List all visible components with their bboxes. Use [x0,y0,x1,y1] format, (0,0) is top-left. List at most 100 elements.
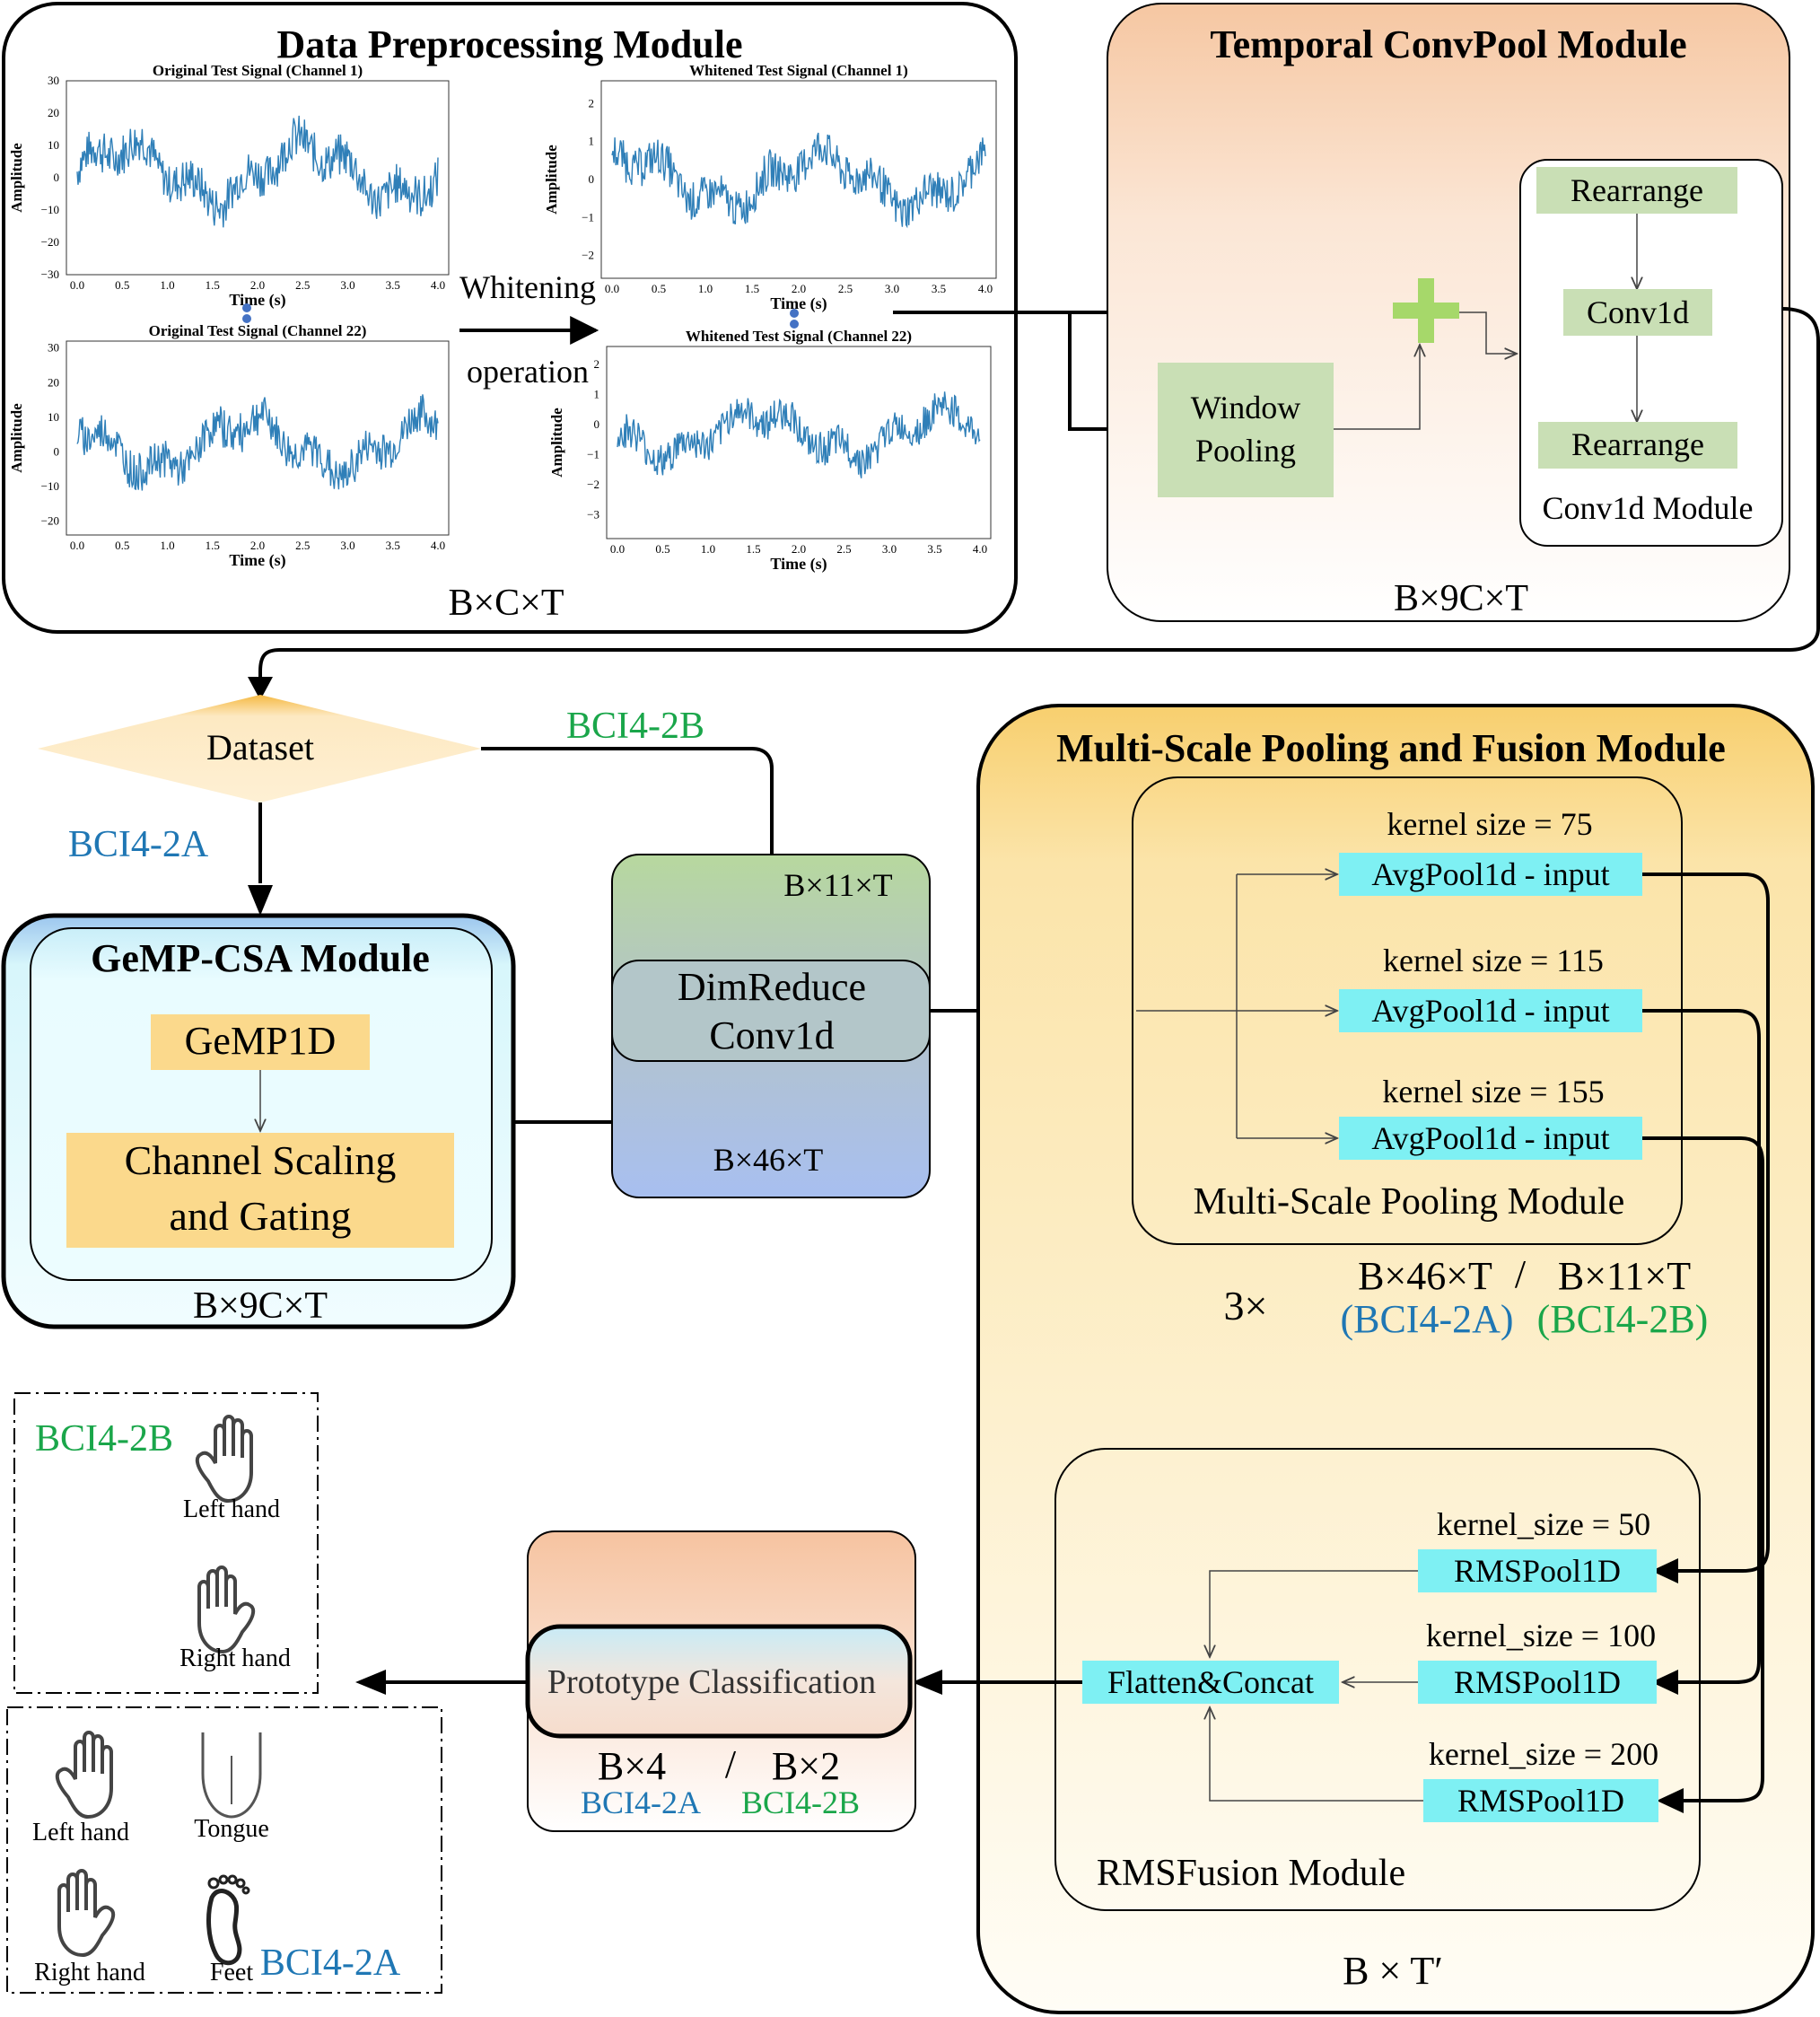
shape-slash: / [1515,1252,1527,1296]
kernel-label-2: kernel size = 115 [1383,943,1604,978]
plot-ytick: 1 [589,135,595,148]
dataset-diamond [38,695,481,802]
flatten-to-prototype-arrowhead [912,1670,942,1695]
plot-xtick: 0.0 [70,539,84,552]
multiscale-title: Multi-Scale Pooling and Fusion Module [1056,726,1726,770]
plot-ylabel: Amplitude [8,403,25,473]
plot-xtick: 1.5 [206,278,220,292]
plot-xtick: 0.0 [610,542,625,556]
plot-ytick: −1 [582,210,594,224]
avgpool-label-3: AvgPool1d - input [1371,1120,1609,1156]
dataset-branch-b-label[interactable]: BCI4-2B [566,706,704,747]
signal-trace [611,132,986,229]
dimreduce-top-shape: B×11×T [783,867,892,903]
plot-ytick: 0 [54,444,60,458]
plot-ytick: 2 [589,96,595,110]
channel-scaling-label-1: Channel Scaling [125,1137,397,1183]
plot-ytick: 30 [48,341,59,355]
rmspool-label-1: RMSPool1D [1454,1553,1621,1589]
plus-to-conv1d-line [1459,311,1517,354]
plot-xtick: 3.5 [927,542,941,556]
signal-trace [76,394,439,491]
legend-2a-left-hand: Left hand [32,1819,129,1846]
plot-ytick: 2 [594,357,600,371]
plot-xtick: 0.0 [70,278,84,292]
plot-frame [66,340,450,536]
dimreduce-label-2: Conv1d [709,1013,834,1057]
plot-ytick: 1 [594,388,600,401]
kernel-label-3: kernel size = 155 [1382,1074,1604,1109]
plot-xtick: 2.0 [250,539,265,552]
shape-tag-a: (BCI4-2A) [1340,1297,1513,1341]
plot-xtick: 0.5 [115,278,129,292]
hand-icon [197,1565,256,1654]
dimreduce-label-1: DimReduce [678,965,866,1009]
hand-icon [195,1415,253,1504]
plot-ytick: 0 [54,171,60,184]
plot-xtick: 2.0 [250,278,265,292]
plot-xtick: 1.0 [160,278,174,292]
data-preprocessing-shape: B×C×T [448,583,564,624]
multiscale-output-shape: B × T′ [1343,1949,1443,1993]
plot-xtick: 4.0 [978,282,993,295]
plot-xtick: 1.0 [698,282,713,295]
dataset-branch-a-label[interactable]: BCI4-2A [68,824,209,865]
plot-xtick: 3.0 [340,278,354,292]
whitening-label-2: operation [467,354,589,390]
flatten-concat-node [1082,1661,1339,1704]
rearrange-top-node [1536,167,1737,214]
plot-xtick: 1.5 [745,282,759,295]
rmspool-node-3 [1423,1779,1658,1822]
rms-arrowhead-1 [1651,1558,1678,1583]
plot-xtick: 0.5 [655,542,669,556]
plot-xtick: 3.5 [386,539,400,552]
prototype-tag-a: BCI4-2A [581,1785,701,1820]
temporal-to-dataset-arrowhead [248,677,273,700]
prototype-shape-b: B×2 [772,1744,840,1788]
channel-scaling-node [66,1133,454,1248]
avgpool-node-3 [1339,1117,1642,1160]
whitening-label-1: Whitening [459,269,596,305]
plot-title: Whitened Test Signal (Channel 22) [686,328,912,345]
rmspool-node-2 [1418,1661,1657,1704]
legend-2a-right-hand: Right hand [34,1959,145,1986]
plot-xtick: 0.0 [605,282,619,295]
plot-xtick: 3.5 [932,282,946,295]
signal-trace [76,115,439,228]
signal-plots: Original Test Signal (Channel 1)Time (s)… [8,62,997,574]
plot-ytick: 0 [589,172,595,186]
multiscale-pooling-label: Multi-Scale Pooling Module [1194,1181,1625,1223]
plot-xtick: 2.0 [792,282,806,295]
plot-frame [606,346,992,539]
plot-xtick: 4.0 [431,278,445,292]
plot-ytick: −20 [41,514,59,528]
plot-ytick: −3 [587,507,599,521]
plot-xtick: 0.5 [652,282,666,295]
window-pooling-label-1: Window [1191,390,1301,425]
rms-arrowhead-3 [1657,1788,1684,1813]
plot-title: Original Test Signal (Channel 1) [153,62,363,79]
temporal-title: Temporal ConvPool Module [1210,22,1686,66]
add-plus-icon [1393,278,1459,343]
plot-ytick: 30 [48,74,59,87]
prototype-to-output-arrowhead [355,1670,386,1695]
rms-kernel-label-2: kernel_size = 100 [1426,1618,1656,1653]
shape-a: B×46×T [1358,1254,1492,1298]
conv1d-module-label: Conv1d Module [1542,490,1753,526]
rms-kernel-label-1: kernel_size = 50 [1437,1506,1650,1542]
avgpool-node-1 [1339,853,1642,896]
prototype-shape-a: B×4 [598,1744,666,1788]
channel-scaling-label-2: and Gating [169,1193,351,1239]
rms-kernel-label-3: kernel_size = 200 [1429,1736,1658,1772]
plot-ytick: 20 [48,375,59,389]
pooling-to-plus-line [1334,345,1420,430]
prototype-label: Prototype Classification [547,1663,876,1701]
shape-prefix: 3× [1224,1283,1268,1329]
plot-ytick: 0 [594,417,600,431]
plot-ytick: −20 [41,235,59,249]
plot-xtick: 3.5 [386,278,400,292]
gemp-csa-title: GeMP-CSA Module [91,936,430,980]
plot-xtick: 1.0 [701,542,715,556]
plot-xtick: 3.0 [882,542,897,556]
rms-to-flatten-lines [1210,1570,1423,1802]
